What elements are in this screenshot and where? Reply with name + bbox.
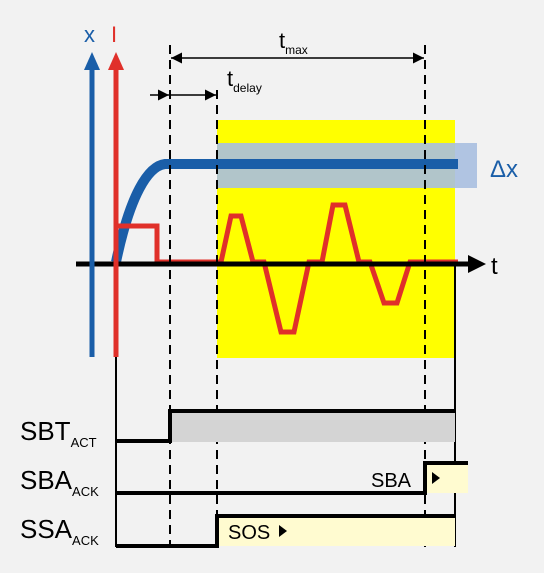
time-axis-arrowhead: [468, 255, 486, 273]
sba-play-icon: [432, 472, 440, 484]
sba-label: SBAACK: [20, 465, 99, 499]
sos-play-icon: [279, 525, 287, 537]
ssa-label: SSAACK: [20, 514, 99, 548]
sos-box-label: SOS: [228, 522, 270, 544]
sba-box-label: SBA: [371, 470, 412, 492]
delta-x-label: Δx: [490, 156, 518, 183]
tmax-label: tmax: [279, 28, 308, 57]
x-axis-label: x: [84, 22, 95, 47]
sbt-signal-line: [116, 409, 455, 443]
position-curve: [111, 159, 458, 264]
ssa-signal-line: [116, 514, 455, 548]
sbt-label: SBTACT: [20, 416, 97, 450]
ssa-active-box: [217, 516, 455, 546]
t-axis-label: t: [491, 253, 498, 280]
sbt-active-box: [170, 411, 455, 442]
tdelay-label: tdelay: [227, 66, 262, 95]
i-axis-arrowhead: [108, 52, 124, 70]
sba-signal-line: [116, 461, 468, 495]
x-axis-arrowhead: [84, 52, 100, 70]
i-axis-label: I: [111, 22, 117, 47]
sba-active-box: [425, 463, 468, 493]
